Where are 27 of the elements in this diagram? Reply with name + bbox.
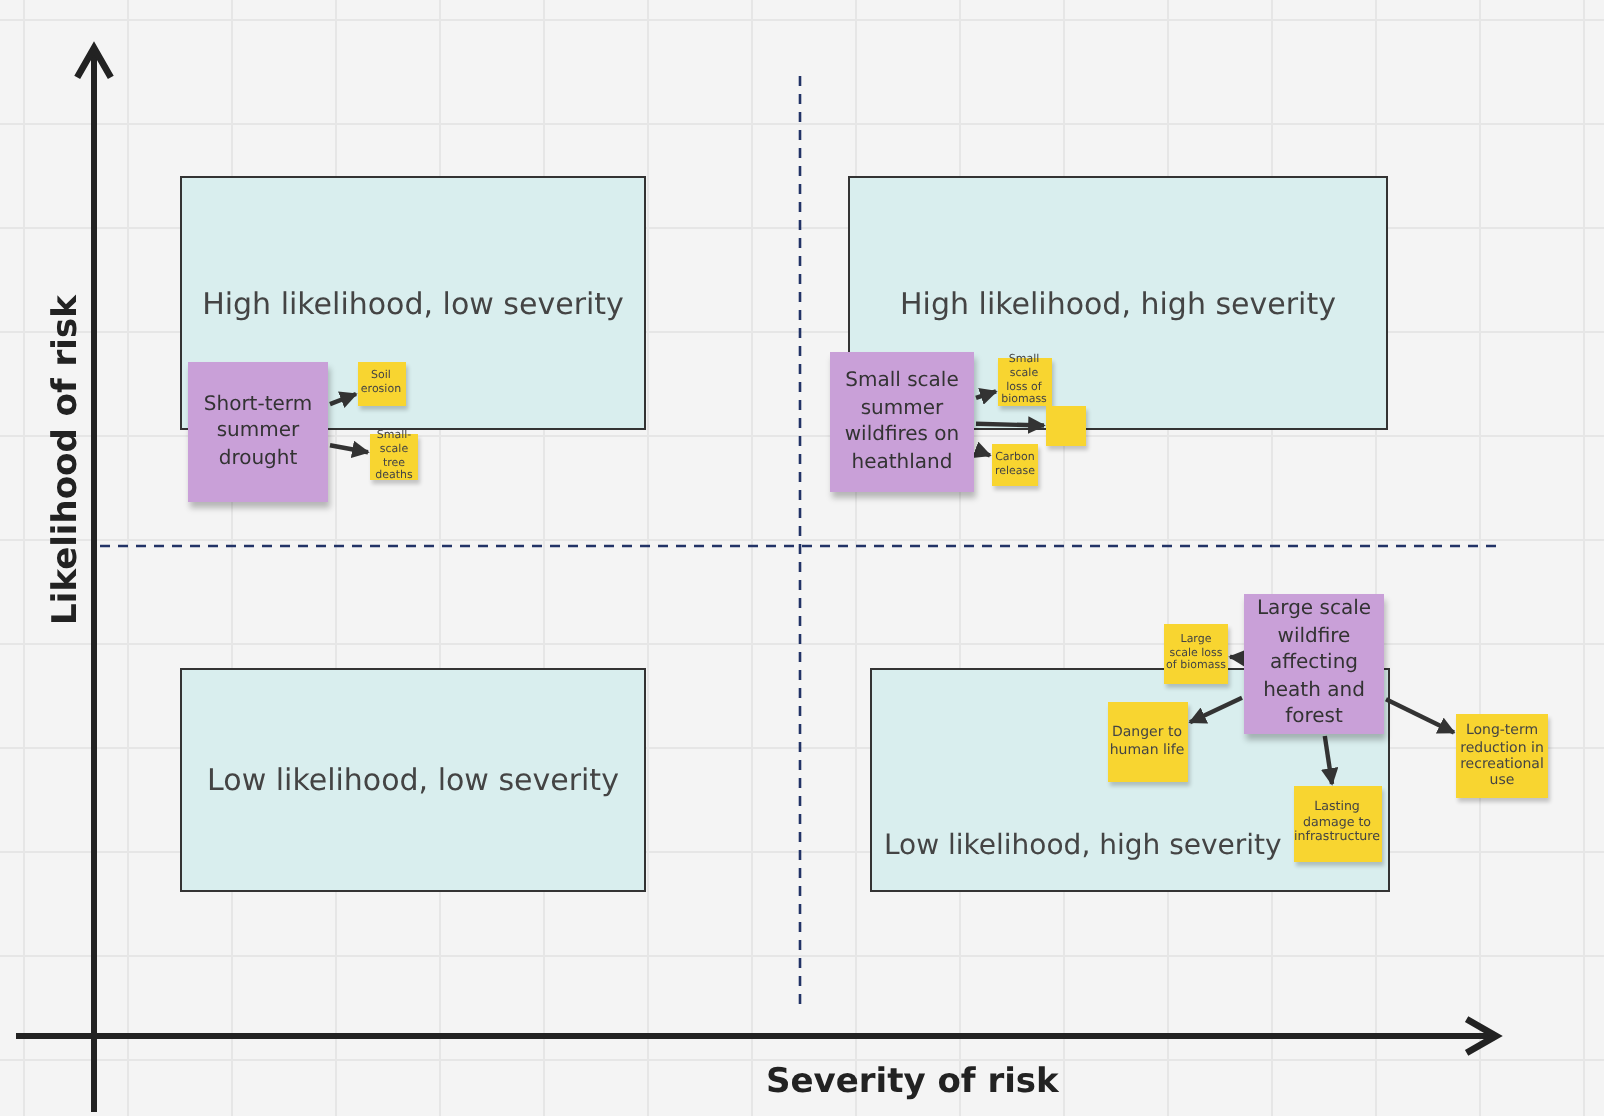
arrow: [1188, 695, 1243, 725]
arrow: [329, 391, 358, 408]
risk-sticky-note: [188, 362, 328, 502]
quadrant-label: High likelihood, high severity: [900, 285, 1336, 321]
impact-sticky-note: [1107, 701, 1187, 781]
vertical-axis-title: Likelihood of risk: [46, 295, 86, 625]
quadrant-label: Low likelihood, high severity: [884, 830, 1282, 862]
arrow: [972, 441, 992, 459]
risk-sticky-note: [830, 352, 974, 492]
quadrant-box: [180, 668, 646, 892]
impact-sticky-note: [1293, 785, 1381, 861]
risk-text: Large scale wildfire affecting heath and forest: [1254, 596, 1374, 732]
impact-sticky-note: [357, 361, 405, 405]
arrow: [1228, 649, 1247, 667]
arrow: [329, 440, 370, 458]
horizontal-axis-title: Severity of risk: [766, 1062, 1059, 1102]
risk-text: Small scale summer wildfires on heathland: [842, 368, 962, 476]
arrow: [975, 416, 1046, 434]
arrow: [1385, 697, 1456, 735]
impact-sticky-note: [992, 444, 1038, 486]
blank-sticky-note: [1046, 406, 1086, 446]
quadrant-label: High likelihood, low severity: [202, 285, 624, 321]
impact-sticky-note: [1164, 624, 1228, 684]
arrow: [975, 387, 998, 405]
risk-text: Short-term summer drought: [201, 391, 315, 473]
quadrant-label: Low likelihood, low severity: [207, 762, 619, 798]
arrow: [1320, 735, 1339, 786]
